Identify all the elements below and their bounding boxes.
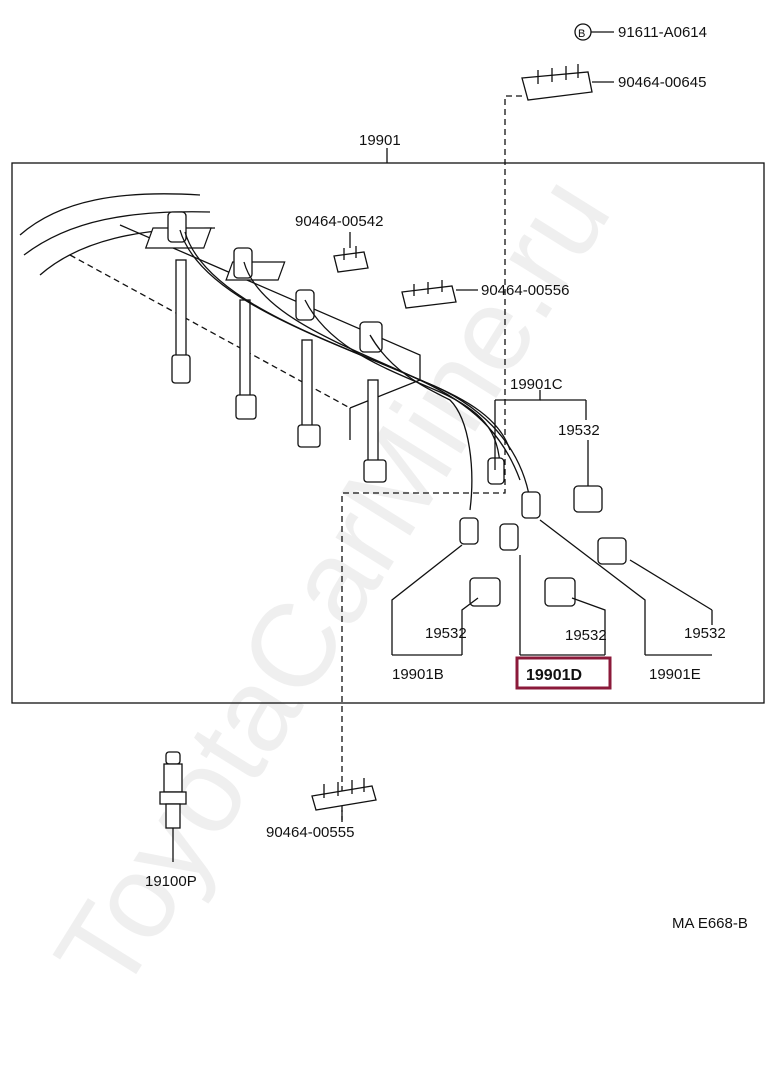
label-19532-d: 19532 (565, 627, 607, 644)
highlight-box (515, 656, 612, 690)
bolt-marker-letter: B (578, 28, 585, 40)
label-19532-e: 19532 (684, 625, 726, 642)
ignition-wires (179, 229, 531, 511)
label-90464-00555: 90464-00555 (266, 824, 354, 841)
label-90464-00542: 90464-00542 (295, 213, 383, 230)
grommet-b (469, 577, 501, 607)
label-19532-c: 19532 (558, 422, 600, 439)
label-19901c: 19901C (510, 376, 563, 393)
wire-clamp-542 (333, 246, 369, 273)
label-19901e: 19901E (649, 666, 701, 683)
wire-clamp-555 (311, 778, 377, 811)
label-90464-00556: 90464-00556 (481, 282, 569, 299)
diagram-code: MA E668-B (672, 915, 748, 932)
grommet-d (544, 577, 576, 607)
label-91611-a0614: 91611-A0614 (618, 24, 707, 41)
engine-outline (19, 193, 421, 440)
wire-clamp-645 (521, 64, 593, 101)
grommet-e1 (597, 537, 627, 565)
assembly-frame (11, 162, 765, 704)
label-90464-00645: 90464-00645 (618, 74, 706, 91)
plug-boots (144, 211, 387, 483)
label-19901: 19901 (359, 132, 401, 149)
grommet-c (573, 485, 603, 513)
wire-clamp-556 (401, 280, 457, 309)
label-19901d: 19901D (526, 667, 582, 684)
label-19100p: 19100P (145, 873, 197, 890)
wire-connectors (459, 457, 541, 551)
label-19901b: 19901B (392, 666, 444, 683)
label-19532-b: 19532 (425, 625, 467, 642)
spark-plug (159, 751, 187, 862)
